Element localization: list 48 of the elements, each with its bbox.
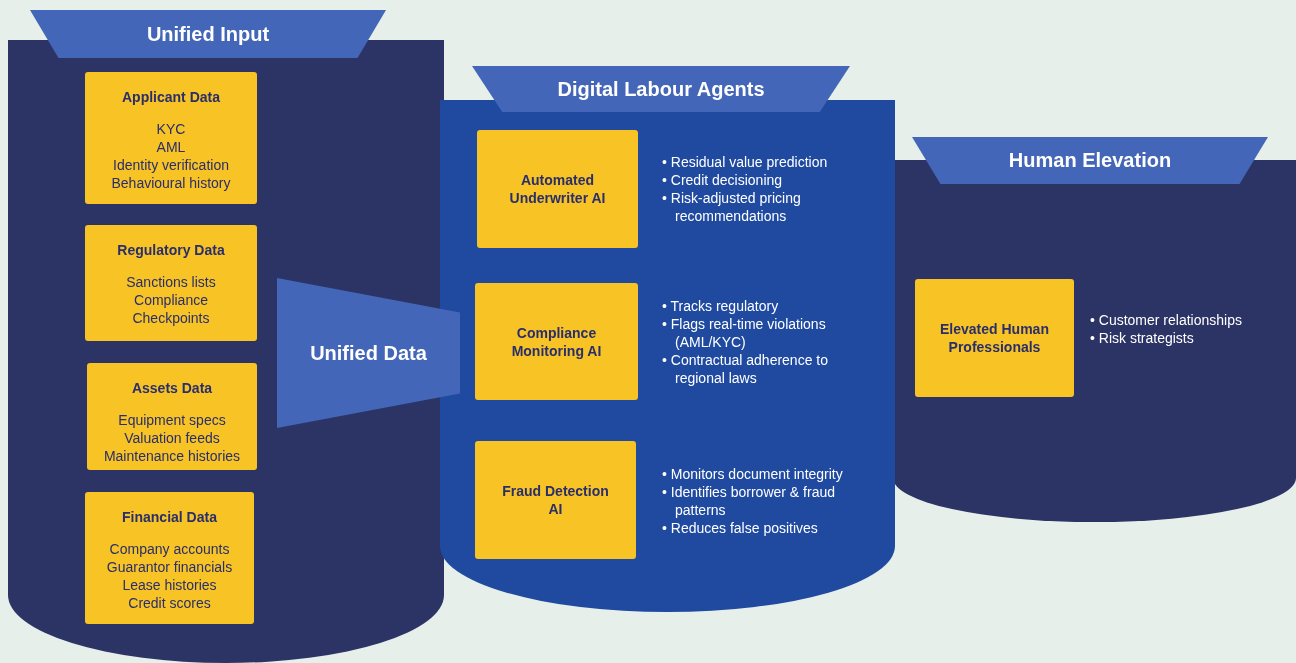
card-item: Maintenance histories <box>103 447 241 465</box>
bullet-item: • Risk-adjusted pricing recommendations <box>662 189 802 225</box>
card-title: Applicant Data <box>122 88 220 106</box>
data-card <box>475 441 636 559</box>
data-card <box>915 279 1074 397</box>
bullet-item: • Identifies borrower & fraud patterns <box>662 483 836 519</box>
panel-heading: Digital Labour Agents <box>472 66 850 112</box>
card-title: Assets Data <box>131 379 213 397</box>
bullet-item: • Residual value prediction <box>662 153 829 171</box>
card-title: Regulatory Data <box>117 241 225 259</box>
bullet-item: • Flags real-time violations (AML/KYC) <box>662 315 827 351</box>
data-card <box>85 225 257 341</box>
cylinder-panel <box>893 137 1296 522</box>
card-item: AML <box>156 138 186 156</box>
funnel-label: Unified Data <box>310 341 427 365</box>
data-card <box>85 72 257 204</box>
card-item: Checkpoints <box>132 309 210 327</box>
data-card <box>475 283 638 400</box>
bullet-item: • Risk strategists <box>1090 329 1195 347</box>
bullet-item: • Contractual adherence to regional laws <box>662 351 829 387</box>
card-title: Fraud Detection AI <box>501 482 610 518</box>
card-item: Compliance <box>134 291 208 309</box>
cylinder-panel <box>440 66 895 612</box>
cylinder-panel <box>8 10 444 663</box>
card-item: Valuation feeds <box>124 429 220 447</box>
card-item: Sanctions lists <box>126 273 216 291</box>
panel-heading: Human Elevation <box>912 137 1268 184</box>
card-item: Equipment specs <box>118 411 226 429</box>
data-card <box>87 363 257 470</box>
bullet-item: • Monitors document integrity <box>662 465 844 483</box>
card-title: Financial Data <box>122 508 217 526</box>
card-item: KYC <box>156 120 186 138</box>
bullet-item: • Customer relationships <box>1090 311 1243 329</box>
card-item: Identity verification <box>113 156 229 174</box>
card-item: Guarantor financials <box>106 558 233 576</box>
bullet-item: • Tracks regulatory <box>662 297 780 315</box>
panel-heading: Unified Input <box>30 10 386 58</box>
card-title: Automated Underwriter AI <box>508 171 607 207</box>
card-item: Behavioural history <box>111 174 231 192</box>
data-card <box>477 130 638 248</box>
card-item: Company accounts <box>109 540 230 558</box>
data-card <box>85 492 254 624</box>
card-title: Elevated Human Professionals <box>939 320 1050 356</box>
bullet-item: • Reduces false positives <box>662 519 819 537</box>
bullet-item: • Credit decisioning <box>662 171 784 189</box>
card-title: Compliance Monitoring AI <box>510 323 603 360</box>
card-item: Lease histories <box>122 576 217 594</box>
card-item: Credit scores <box>128 594 211 612</box>
